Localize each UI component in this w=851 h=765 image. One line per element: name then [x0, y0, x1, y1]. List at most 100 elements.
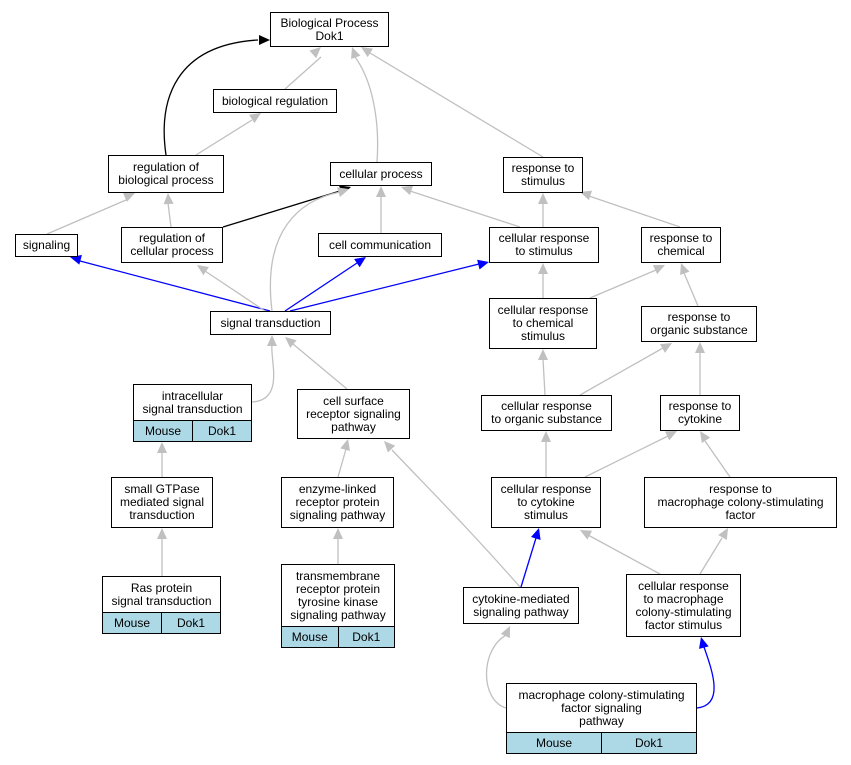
edge-arrowhead — [197, 265, 209, 276]
edge-response-to-macrophage-csf-to-response-to-cytokine — [700, 431, 731, 478]
edge-line — [486, 634, 507, 709]
edge-arrowhead — [401, 185, 414, 196]
edge-regulation-of-cellular-process-to-cellular-process — [222, 185, 351, 228]
edge-line — [369, 52, 544, 158]
edge-biological-regulation-to-root — [284, 47, 322, 90]
node-biological-regulation[interactable]: biological regulation — [213, 89, 337, 113]
annotation-macrophage-csf-signaling-pathway: Mouse Dok1 — [506, 733, 697, 754]
edge-line — [587, 534, 661, 575]
edge-arrowhead — [163, 193, 174, 205]
node-cellular-response-to-organic-substance[interactable]: cellular response to organic substance — [481, 395, 612, 431]
node-small-gtpase-mediated-signal-transduction[interactable]: small GTPase mediated signal transductio… — [111, 477, 213, 528]
root-title: Biological Process — [280, 15, 379, 30]
edge-arrowhead — [376, 186, 386, 197]
node-cellular-response-to-cytokine-stimulus[interactable]: cellular response to cytokine stimulus — [491, 477, 601, 528]
edge-cellular-response-to-organic-substance-to-cellular-response-to-chemical-stimulus — [538, 349, 548, 396]
annotation-species: Mouse — [291, 630, 328, 644]
node-signal-transduction[interactable]: signal transduction — [210, 311, 331, 335]
edge-line — [542, 358, 546, 396]
node-response-to-chemical[interactable]: response to chemical — [641, 227, 721, 263]
edge-line — [195, 119, 253, 156]
edge-line — [163, 39, 259, 156]
edge-arrowhead — [477, 259, 489, 270]
node-response-to-stimulus[interactable]: response to stimulus — [503, 157, 583, 193]
edge-cell-communication-to-cellular-process — [376, 186, 386, 233]
edge-response-to-organic-substance-to-response-to-chemical — [680, 263, 699, 307]
edge-signal-transduction-to-cell-communication — [284, 257, 366, 312]
node-cellular-response-to-macrophage-csf-stimulus[interactable]: cellular response to macrophage colony-s… — [626, 574, 741, 637]
annotation-ras-protein-signal-transduction: Mouse Dok1 — [102, 613, 221, 634]
edge-line — [289, 263, 480, 312]
edge-signal-transduction-to-cellular-process — [269, 187, 349, 312]
annotation-species: Mouse — [113, 616, 151, 630]
edge-arrowhead — [580, 190, 593, 201]
node-response-to-macrophage-csf[interactable]: response to macrophage colony-stimulatin… — [644, 477, 837, 528]
edge-cellular-response-to-macrophage-csf-stimulus-to-cellular-response-to-cytokine-stimulus — [580, 530, 661, 575]
edge-cellular-response-to-cytokine-stimulus-to-response-to-cytokine — [584, 431, 677, 478]
node-cellular-process[interactable]: cellular process — [330, 162, 432, 186]
edge-signal-transduction-to-regulation-of-cellular-process — [197, 265, 266, 312]
edge-arrowhead — [340, 439, 350, 451]
node-ras-protein-signal-transduction[interactable]: Ras protein signal transduction — [102, 576, 221, 613]
edge-response-to-stimulus-to-root — [361, 47, 544, 158]
edge-signal-transduction-to-cellular-response-to-stimulus — [289, 259, 489, 312]
edge-line — [46, 199, 127, 235]
node-cell-communication[interactable]: cell communication — [318, 233, 442, 257]
edge-arrowhead — [333, 528, 343, 539]
edge-line — [292, 343, 348, 390]
node-macrophage-csf-signaling-pathway[interactable]: macrophage colony-stimulating factor sig… — [506, 683, 697, 733]
edge-regulation-of-biological-process-to-biological-regulation — [195, 113, 261, 156]
node-signaling[interactable]: signaling — [15, 234, 78, 257]
annotation-gene: Dok1 — [337, 627, 395, 647]
node-transmembrane-receptor-protein-tyrosine-kinase-signaling-pathway[interactable]: transmembrane receptor protein tyrosine … — [281, 564, 395, 627]
node-response-to-organic-substance[interactable]: response to organic substance — [641, 306, 757, 342]
edge-macrophage-csf-pathway-to-cellular-response-to-macrophage-csf-stimulus — [696, 637, 715, 709]
edge-arrowhead — [659, 343, 672, 353]
edge-arrowhead — [500, 626, 510, 639]
node-cellular-response-to-stimulus[interactable]: cellular response to stimulus — [489, 227, 599, 263]
node-regulation-of-biological-process[interactable]: regulation of biological process — [108, 155, 224, 193]
edge-arrowhead — [700, 431, 711, 443]
node-response-to-cytokine[interactable]: response to cytokine — [660, 395, 740, 431]
edge-arrowhead — [652, 265, 665, 275]
node-cytokine-mediated-signaling-pathway[interactable]: cytokine-mediated signaling pathway — [463, 587, 579, 624]
edge-arrowhead — [70, 255, 82, 265]
edge-arrowhead — [541, 431, 551, 442]
edge-line — [391, 449, 521, 588]
edge-cytokine-mediated-to-cellular-response-to-cytokine-stimulus — [520, 528, 541, 588]
edge-cellular-response-to-stimulus-to-response-to-stimulus — [538, 193, 548, 227]
edge-enzyme-linked-to-cell-surface-receptor — [337, 439, 350, 478]
node-intracellular-signal-transduction[interactable]: intracellular signal transduction — [133, 384, 252, 421]
edge-arrowhead — [384, 441, 396, 453]
node-regulation-of-cellular-process[interactable]: regulation of cellular process — [121, 227, 223, 263]
annotation-intracellular-signal-transduction: Mouse Dok1 — [133, 421, 252, 442]
edge-regulation-of-cellular-process-to-regulation-of-biological-process — [163, 193, 174, 228]
node-biological-process-root[interactable]: Biological Process Dok1 — [270, 12, 389, 47]
edge-cellular-response-to-organic-substance-to-response-to-organic-substance — [579, 343, 672, 396]
edge-line — [167, 202, 172, 228]
edge-arrowhead — [157, 528, 167, 539]
edge-regulation-of-biological-process-to-root — [163, 35, 270, 156]
edge-signal-transduction-to-signaling — [70, 255, 271, 312]
annotation-gene: Dok1 — [601, 733, 696, 753]
edge-arrowhead — [157, 442, 167, 453]
node-cell-surface-receptor-signaling-pathway[interactable]: cell surface receptor signaling pathway — [297, 389, 410, 439]
edge-arrowhead — [354, 257, 366, 268]
edge-arrowhead — [249, 113, 261, 124]
edge-arrowhead — [361, 47, 373, 58]
edge-line — [79, 260, 271, 312]
edge-line — [222, 190, 341, 228]
edge-line — [269, 191, 341, 312]
edge-line — [354, 56, 379, 163]
edge-arrowhead — [664, 431, 677, 441]
edge-ras-protein-to-small-gtpase — [157, 528, 167, 576]
edge-intracellular-signal-transduction-to-signal-transduction — [251, 335, 277, 403]
annotation-species: Mouse — [144, 424, 182, 438]
edge-line — [284, 56, 322, 90]
edge-line — [409, 190, 521, 228]
node-cellular-response-to-chemical-stimulus[interactable]: cellular response to chemical stimulus — [489, 298, 597, 349]
edge-cell-surface-receptor-signaling-pathway-to-signal-transduction — [285, 337, 348, 390]
edge-cellular-process-to-root — [351, 47, 379, 163]
node-enzyme-linked-receptor-protein-signaling-pathway[interactable]: enzyme-linked receptor protein signaling… — [281, 477, 394, 528]
